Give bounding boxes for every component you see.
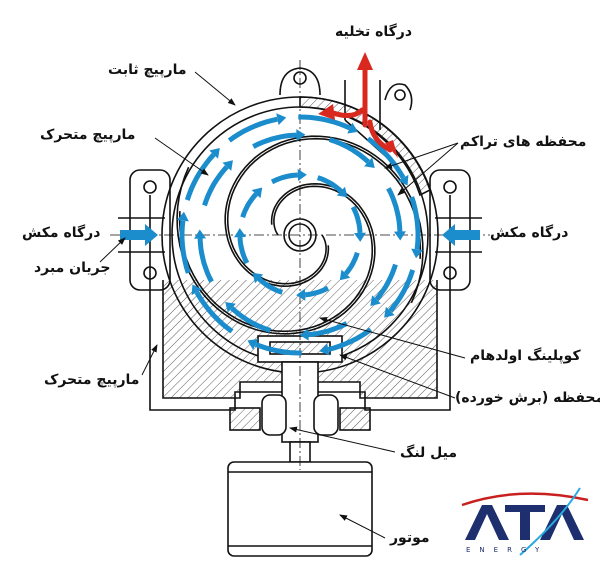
flow-arrow	[227, 116, 278, 143]
flow-arrow	[374, 263, 398, 301]
label-oldham-coupling: کوپلینگ اولدهام	[470, 348, 581, 364]
label-compression-chambers: محفظه های تراکم	[460, 134, 587, 150]
flow-arrowhead	[222, 160, 233, 171]
flow-arrowhead	[347, 122, 358, 134]
flow-arrow	[252, 132, 297, 149]
flow-arrowhead	[397, 174, 409, 186]
flow-arrowhead	[176, 211, 189, 222]
motor-body	[227, 461, 373, 557]
scroll-wrap	[176, 166, 376, 335]
flow-arrowhead	[353, 232, 366, 242]
flow-arrowhead	[299, 328, 309, 341]
flow-arrowhead	[225, 302, 236, 313]
flow-arrowhead	[384, 306, 395, 318]
flow-arrowhead	[296, 288, 306, 301]
flow-arrow	[179, 220, 191, 274]
flow-arrow	[254, 341, 302, 356]
label-suction-port-right: درگاه مکش	[490, 225, 569, 241]
label-suction-port-left: درگاه مکش	[22, 225, 101, 241]
label-refrigerant-flow: جریان مبرد	[34, 260, 111, 276]
flow-arrow	[350, 205, 363, 234]
flow-arrow	[388, 269, 416, 313]
flow-arrowhead	[296, 129, 306, 142]
flow-arrow	[409, 196, 421, 250]
logo-subtitle: ENERGY	[466, 546, 548, 554]
flow-arrow	[230, 306, 272, 333]
flow-arrow	[298, 114, 351, 131]
label-orbiting-scroll-bottom: مارپیچ متحرک	[44, 372, 140, 388]
label-fixed-scroll: مارپیچ ثابت	[108, 62, 187, 78]
flow-arrowhead	[339, 269, 351, 281]
flow-arrow	[237, 236, 250, 265]
flow-arrowhead	[276, 113, 287, 126]
flow-arrow	[197, 238, 214, 283]
flow-arrow	[240, 192, 258, 219]
flow-arrow	[386, 187, 403, 232]
flow-arrowhead	[319, 343, 330, 356]
flow-arrowhead	[393, 231, 406, 241]
label-discharge-port: درگاه تخلیه	[335, 24, 413, 40]
flow-arrowhead	[209, 147, 220, 159]
label-orbiting-scroll-top: مارپیچ متحرک	[40, 127, 136, 143]
flow-arrow	[257, 277, 284, 295]
label-crankshaft: میل لنگ	[400, 445, 458, 461]
flow-arrow	[316, 175, 343, 193]
flow-arrow	[328, 137, 370, 164]
flow-arrowhead	[191, 284, 203, 296]
flow-arrow	[327, 327, 373, 352]
flow-arrowhead	[370, 295, 381, 307]
flow-arrow	[194, 291, 234, 334]
label-housing-cut: محفظه (برش خورده)	[455, 390, 600, 406]
scroll-wrap	[226, 137, 422, 285]
flow-arrowhead	[251, 187, 263, 199]
flow-arrowhead	[297, 169, 307, 182]
scroll-wrap	[178, 185, 374, 333]
flow-arrow	[343, 251, 360, 276]
flow-arrow	[308, 321, 348, 338]
flow-arrow	[202, 165, 229, 207]
flow-arrow	[366, 136, 406, 179]
flow-arrowhead	[252, 272, 264, 284]
flow-arrow	[304, 285, 330, 298]
flow-arrowhead	[336, 186, 348, 198]
scroll-wrap	[224, 135, 424, 304]
flow-arrowhead	[194, 229, 207, 239]
flow-arrowhead	[234, 228, 247, 238]
label-motor: موتور	[390, 530, 430, 546]
flow-arrow	[270, 172, 299, 185]
flow-arrowhead	[364, 157, 375, 168]
flow-arrowhead	[247, 338, 259, 350]
flow-arrow	[184, 152, 216, 201]
flow-arrowhead	[411, 248, 424, 259]
ata-energy-logo: ENERGY	[461, 487, 589, 556]
